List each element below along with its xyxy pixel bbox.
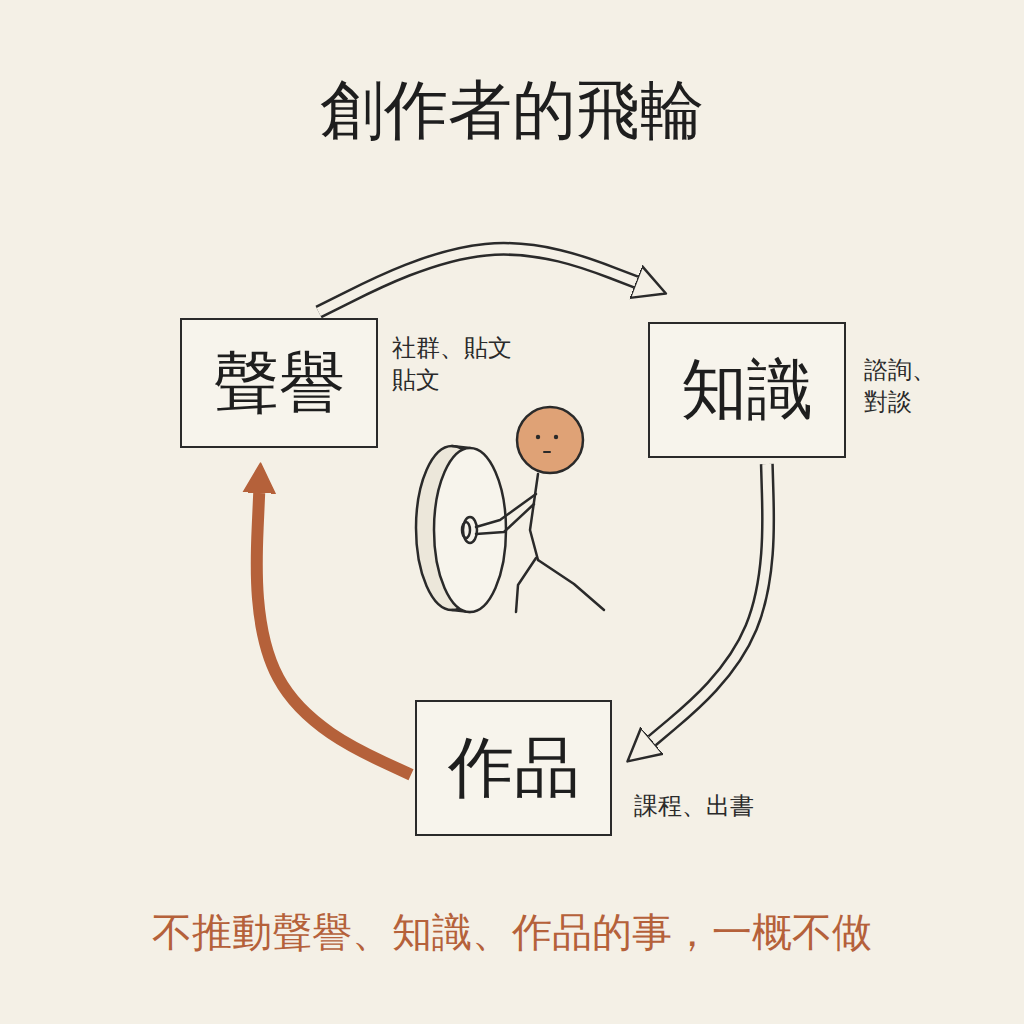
figure-mouth — [544, 451, 550, 453]
arrow-body — [652, 464, 768, 741]
side-note: 社群、貼文 貼文 — [392, 332, 519, 397]
side-note: 諮詢、 對談 — [864, 354, 943, 419]
reputation-box: 聲譽社群、貼文 貼文 — [180, 318, 378, 448]
figure-arm — [476, 504, 534, 534]
figure-eye — [536, 435, 540, 439]
node-label: 作品 — [448, 732, 580, 805]
wheel-hub — [463, 517, 477, 543]
title: 創作者的飛輪 — [0, 72, 1024, 149]
cycle-arrow — [319, 249, 636, 312]
arrow-outline — [652, 464, 768, 741]
arrow-body — [257, 493, 411, 775]
figure-leg — [516, 558, 536, 612]
figure-head — [517, 407, 583, 473]
wheel-axle — [462, 522, 470, 538]
arrow-body — [319, 249, 636, 312]
cycle-arrow — [652, 464, 768, 741]
cycle-arrow — [257, 493, 411, 775]
knowledge-box: 知識諮詢、 對談 — [648, 322, 846, 458]
work-box: 作品課程、出書 — [415, 700, 612, 836]
figure-leg — [538, 560, 604, 610]
flywheel-figure — [416, 407, 604, 612]
figure-eye — [554, 435, 558, 439]
node-label: 聲譽 — [213, 347, 345, 420]
arrow-outline — [319, 249, 636, 312]
figure-body — [530, 474, 538, 560]
node-label: 知識 — [681, 354, 813, 427]
side-note: 課程、出書 — [634, 790, 754, 822]
caption: 不推動聲譽、知識、作品的事，一概不做 — [0, 908, 1024, 956]
wheel-front — [434, 448, 506, 612]
